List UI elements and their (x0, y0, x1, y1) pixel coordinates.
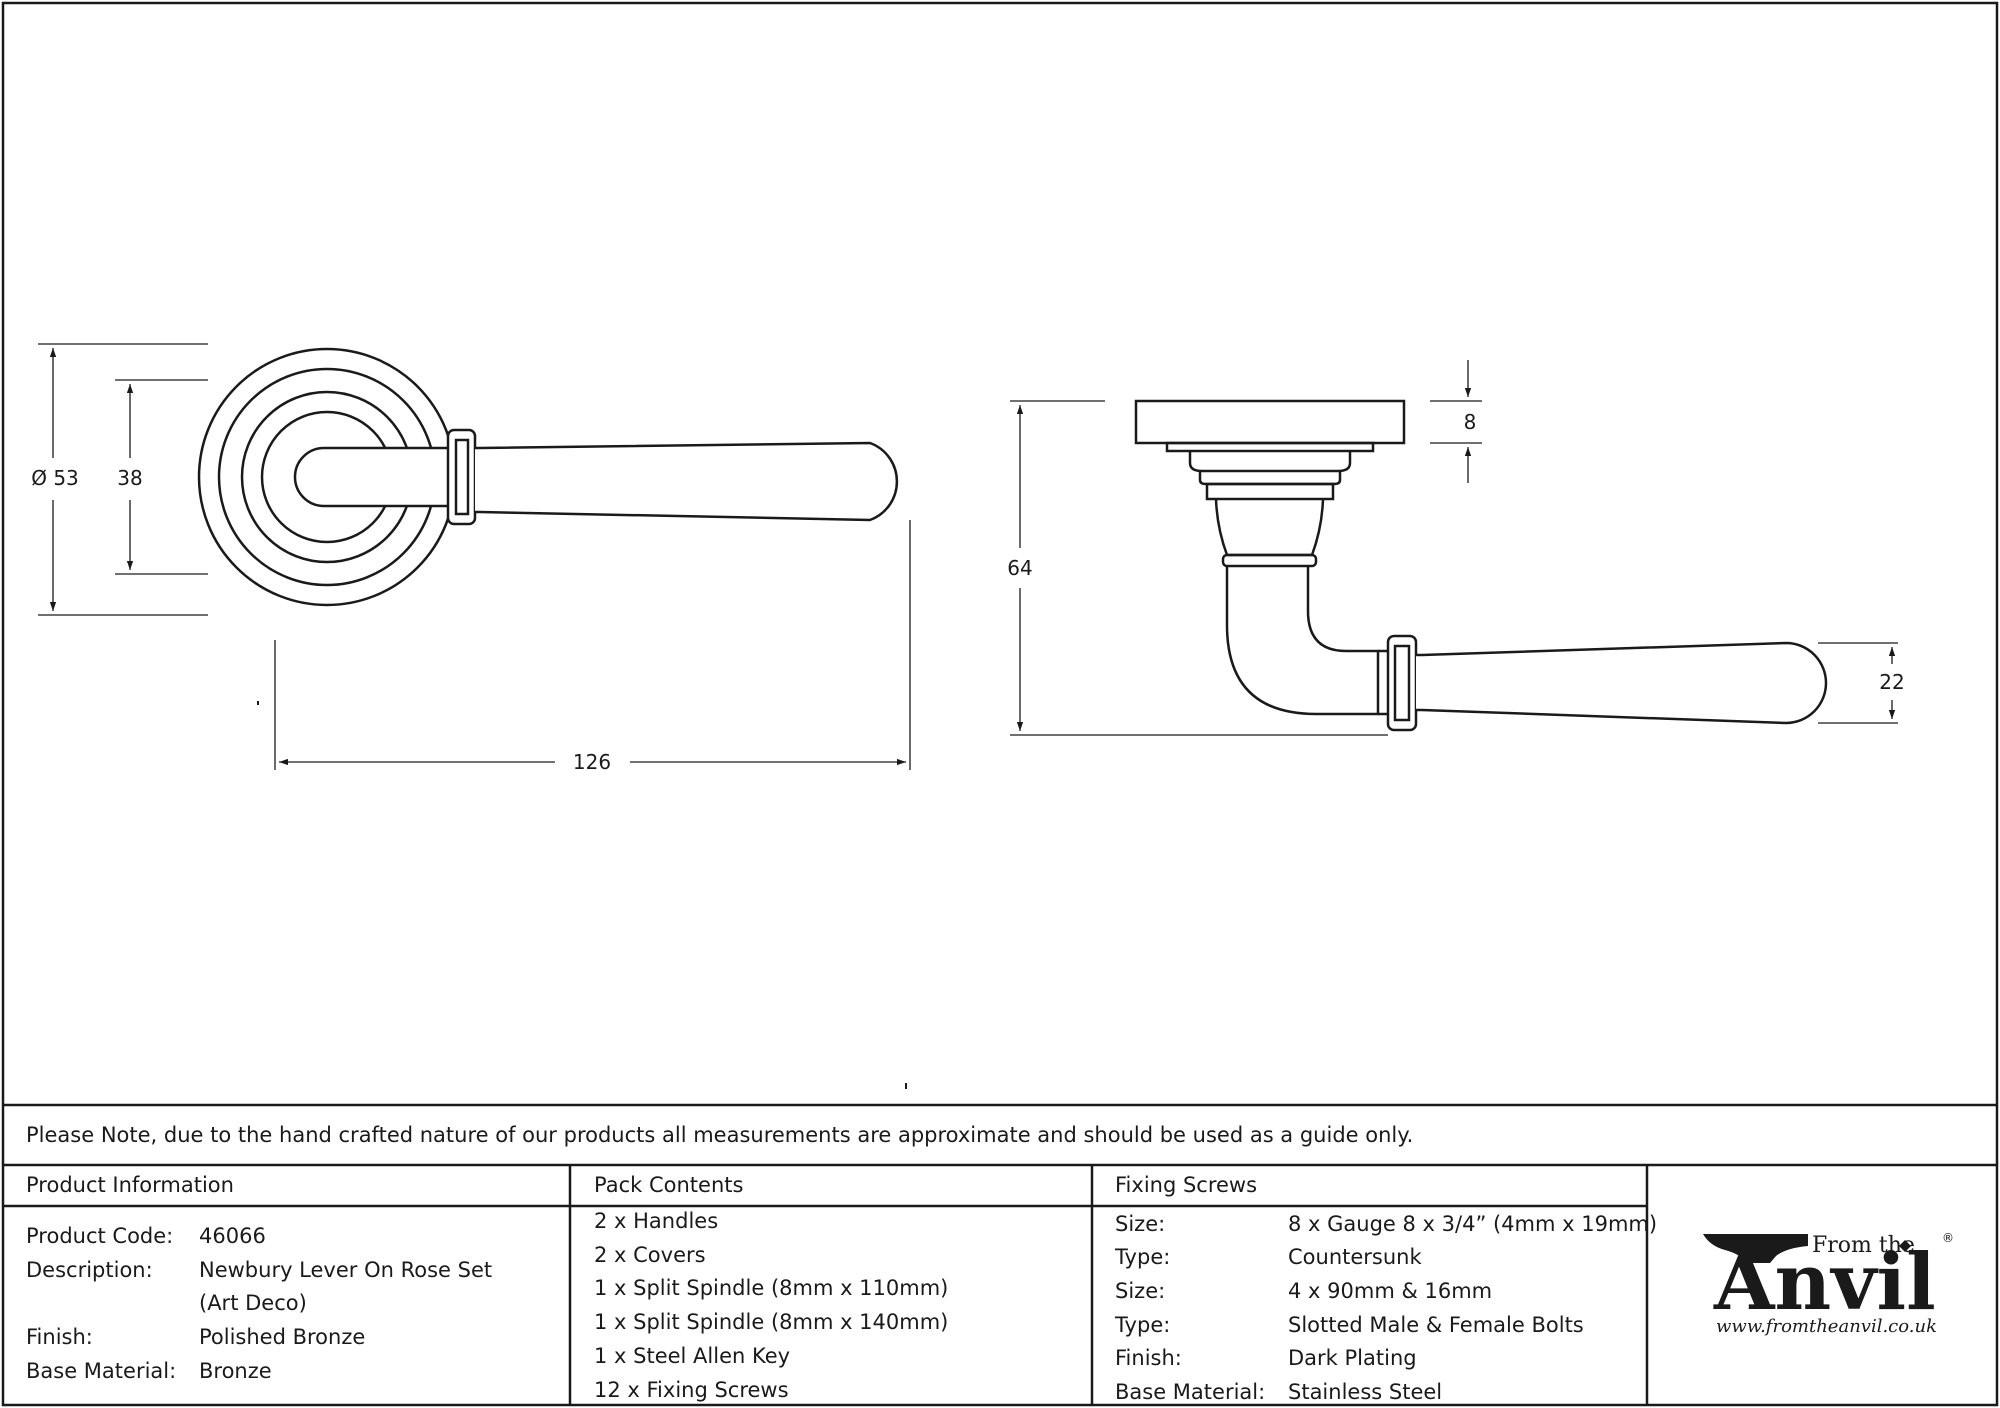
rose-plate (1134, 399, 1406, 445)
side-collar-inner (1393, 644, 1411, 722)
dim-22: 22 (1879, 670, 1904, 694)
pack-contents-item: 2 x Covers (594, 1243, 706, 1267)
logo-url: www.fromtheanvil.co.uk (1716, 1316, 1937, 1337)
product-info-label: Base Material: (26, 1359, 176, 1383)
neck-boss (1214, 498, 1325, 557)
logo-from-the: From the (1812, 1233, 1915, 1258)
dim-diameter-53: Ø 53 (31, 466, 79, 490)
fixing-screws-value: Slotted Male & Female Bolts (1288, 1313, 1584, 1337)
pack-contents-item: 1 x Split Spindle (8mm x 140mm) (594, 1310, 948, 1334)
dim-126: 126 (573, 750, 611, 774)
rose-step-3 (1198, 471, 1342, 486)
product-info-label: Product Code: (26, 1224, 173, 1248)
pack-contents-header: Pack Contents (594, 1173, 743, 1197)
fixing-screws-label: Finish: (1115, 1346, 1182, 1370)
front-view-drawing (197, 347, 899, 607)
fixing-screws-label: Size: (1115, 1212, 1165, 1236)
anvil-icon (1703, 1234, 1808, 1263)
lever-neck (293, 446, 452, 508)
fixing-screws-value: Stainless Steel (1288, 1380, 1442, 1404)
lever-blade (475, 441, 899, 522)
fixing-screws-label: Type: (1114, 1313, 1170, 1337)
side-view-dimensions (1010, 360, 1898, 736)
pack-contents-item: 12 x Fixing Screws (594, 1378, 789, 1402)
fixing-screws-label: Base Material: (1115, 1380, 1265, 1404)
product-info-label: Description: (26, 1258, 153, 1282)
fixing-screws-value: Countersunk (1288, 1245, 1422, 1269)
measurement-note: Please Note, due to the hand crafted nat… (26, 1123, 1413, 1147)
dim-38: 38 (117, 466, 142, 490)
product-info-value: Bronze (199, 1359, 272, 1383)
fixing-screws-label: Type: (1114, 1245, 1170, 1269)
product-info-header: Product Information (26, 1173, 234, 1197)
fixing-screws-label: Size: (1115, 1279, 1165, 1303)
curved-arm (1225, 566, 1380, 716)
fixing-screws-header: Fixing Screws (1115, 1173, 1257, 1197)
logo-registered-mark: ® (1942, 1231, 1954, 1245)
product-info-label: Finish: (26, 1325, 93, 1349)
lever-collar-inner (454, 438, 470, 516)
product-info-value: 46066 (199, 1224, 266, 1248)
fixing-screws-value: Dark Plating (1288, 1346, 1417, 1370)
diamond-icon (1899, 1240, 1911, 1252)
dim-8: 8 (1464, 410, 1477, 434)
rose-step-4 (1205, 482, 1335, 501)
side-lever-blade (1416, 641, 1828, 725)
front-view-dimensions (38, 343, 911, 770)
product-info-value: Polished Bronze (199, 1325, 365, 1349)
pack-contents-item: 2 x Handles (594, 1209, 718, 1233)
brand-logo: From the ® Anvil www.fromtheanvil.co.uk (1703, 1231, 1954, 1337)
fixing-screws-value: 4 x 90mm & 16mm (1288, 1279, 1492, 1303)
rose-step-2 (1188, 451, 1352, 473)
logo-brand: Anvil (1713, 1237, 1936, 1328)
dim-64: 64 (1007, 556, 1032, 580)
info-table-lines (3, 1103, 1997, 1405)
side-view-drawing (1134, 399, 1828, 732)
fixing-screws-value: 8 x Gauge 8 x 3/4” (4mm x 19mm) (1288, 1212, 1657, 1236)
pack-contents-item: 1 x Split Spindle (8mm x 110mm) (594, 1276, 948, 1300)
rose-step-1 (1165, 441, 1375, 453)
product-info-value: (Art Deco) (199, 1291, 307, 1315)
neck-ring (1221, 553, 1318, 568)
pack-contents-item: 1 x Steel Allen Key (594, 1344, 790, 1368)
product-info-value: Newbury Lever On Rose Set (199, 1258, 492, 1282)
